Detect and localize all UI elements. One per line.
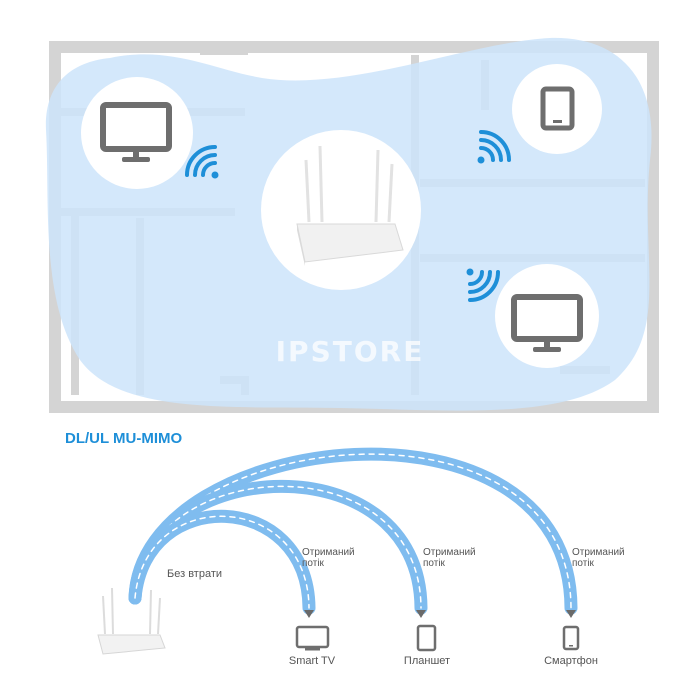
tv-icon: [295, 625, 330, 651]
beam-2-dash: [134, 485, 422, 609]
stream-caption-3: Отриманий: [572, 547, 625, 558]
tablet-icon: [540, 86, 575, 131]
beam-2: [128, 479, 428, 615]
beam-3: [128, 447, 578, 615]
router-icon: [296, 145, 404, 266]
stream-caption-1-line2: потік: [302, 558, 325, 569]
arrowheads: [304, 610, 576, 618]
desktop-client-bottom: [495, 264, 599, 368]
beam-1-dash: [134, 515, 310, 609]
stream-caption-2-line2: потік: [423, 558, 446, 569]
wifi-signal-icon: [477, 130, 511, 164]
wifi-signal-icon: [466, 268, 500, 302]
watermark: IPSTORE: [276, 335, 425, 368]
device-label-smart-tv: Smart TV: [289, 655, 336, 667]
desktop-client-top: [81, 77, 193, 189]
monitor-icon: [100, 102, 172, 162]
smartphone-icon: [562, 625, 580, 651]
arrow-down-icon: [304, 610, 314, 618]
device-label-tablet: Планшет: [404, 655, 450, 667]
monitor-icon: [511, 294, 583, 352]
tablet-icon: [416, 624, 437, 652]
router-icon: [97, 587, 166, 655]
stream-caption-3-line2: потік: [572, 558, 595, 569]
wall-window: [200, 41, 248, 55]
beams: [128, 447, 578, 615]
section-title: DL/UL MU-MIMO: [65, 430, 183, 447]
beam-3-dash: [134, 453, 572, 609]
device-label-smartphone: Смартфон: [544, 655, 598, 667]
stream-caption-2: Отриманий: [423, 547, 476, 558]
wifi-signal-icon: [185, 145, 219, 179]
stream-caption-1: Отриманий: [302, 547, 355, 558]
arrow-down-icon: [416, 610, 426, 618]
tablet-client: [512, 64, 602, 154]
lossless-label: Без втрати: [167, 568, 222, 580]
arrow-down-icon: [566, 610, 576, 618]
router-hub: [261, 130, 421, 290]
